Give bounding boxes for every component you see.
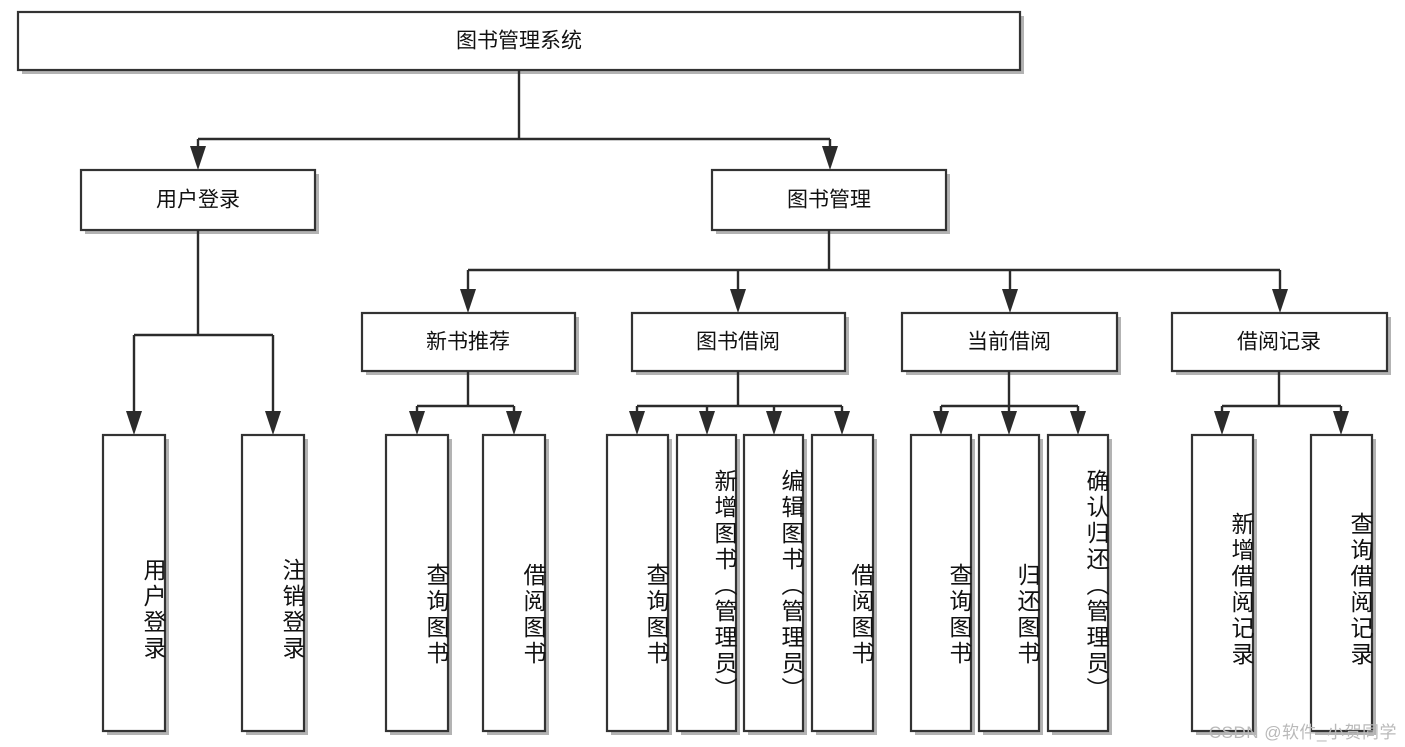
arrow-head-icon [822, 146, 838, 170]
leaf-node-add-book-admin[interactable] [675, 433, 740, 735]
current-borrow-box [900, 311, 1119, 373]
leaf-node-return-book[interactable] [977, 433, 1043, 735]
arrow-head-icon [265, 411, 281, 435]
leaf-node-confirm-return-admin[interactable] [1046, 433, 1112, 735]
csdn-watermark: CSDN @软件_小贺同学 [1208, 723, 1397, 742]
leaf-box-edit-book-admin [742, 433, 805, 733]
leaf-node-user-login[interactable] [101, 433, 169, 735]
node-new-book-recommend[interactable]: 新书推荐 [360, 311, 579, 375]
leaf-box-add-book-admin [675, 433, 738, 733]
connector-root-to-level2 [190, 70, 838, 170]
leaf-box-query-book-current [909, 433, 973, 733]
node-book-borrow[interactable]: 图书借阅 [630, 311, 849, 375]
arrow-head-icon [699, 411, 715, 435]
leaf-box-query-borrow-record [1309, 433, 1374, 733]
arrow-head-icon [506, 411, 522, 435]
user-login-box [79, 168, 317, 232]
leaf-box-borrow-book [810, 433, 875, 733]
arrow-head-icon [126, 411, 142, 435]
book-borrow-label: 图书借阅 [696, 331, 780, 354]
node-root[interactable]: 图书管理系统 [16, 10, 1024, 74]
leaf-node-logout[interactable] [240, 433, 308, 735]
leaf-node-query-book-borrow[interactable] [605, 433, 672, 735]
leaf-box-confirm-return-admin [1046, 433, 1110, 733]
node-current-borrow[interactable]: 当前借阅 [900, 311, 1121, 375]
leaf-node-query-book-current[interactable] [909, 433, 975, 735]
leaf-box-query-book-recommend [384, 433, 450, 733]
arrow-head-icon [1214, 411, 1230, 435]
borrow-record-label: 借阅记录 [1237, 331, 1321, 354]
arrow-head-icon [460, 289, 476, 313]
arrow-head-icon [409, 411, 425, 435]
current-borrow-label: 当前借阅 [967, 331, 1051, 354]
leaf-node-edit-book-admin[interactable] [742, 433, 807, 735]
arrow-head-icon [1002, 289, 1018, 313]
new-book-recommend-box [360, 311, 577, 373]
leaf-box-borrow-book-recommend [481, 433, 547, 733]
root-label: 图书管理系统 [456, 30, 582, 53]
connector-current-borrow-to-leaves [933, 371, 1086, 435]
node-borrow-record[interactable]: 借阅记录 [1170, 311, 1391, 375]
connector-user-login-to-leaves [126, 230, 281, 435]
arrow-head-icon [834, 411, 850, 435]
arrow-head-icon [766, 411, 782, 435]
leaf-node-borrow-book-recommend[interactable] [481, 433, 549, 735]
node-book-management[interactable]: 图书管理 [710, 168, 950, 234]
connector-new-book-recommend-to-leaves [409, 371, 522, 435]
leaf-box-add-borrow-record [1190, 433, 1255, 733]
connector-borrow-record-to-leaves [1214, 371, 1349, 435]
arrow-head-icon [1333, 411, 1349, 435]
leaf-box-query-book-borrow [605, 433, 670, 733]
user-login-label: 用户登录 [156, 189, 240, 212]
leaf-box-user-login [101, 433, 167, 733]
leaf-box-logout [240, 433, 306, 733]
book-management-label: 图书管理 [787, 189, 871, 212]
leaf-node-add-borrow-record[interactable] [1190, 433, 1257, 735]
root-box [16, 10, 1022, 72]
leaf-node-query-borrow-record[interactable] [1309, 433, 1376, 735]
arrow-head-icon [1070, 411, 1086, 435]
node-user-login[interactable]: 用户登录 [79, 168, 319, 234]
leaf-node-borrow-book[interactable] [810, 433, 877, 735]
arrow-head-icon [1001, 411, 1017, 435]
leaf-node-query-book-recommend[interactable] [384, 433, 452, 735]
arrow-head-icon [629, 411, 645, 435]
borrow-record-box [1170, 311, 1389, 373]
arrow-head-icon [933, 411, 949, 435]
connector-book-management-to-level3 [460, 230, 1288, 313]
arrow-head-icon [190, 146, 206, 170]
connector-book-borrow-to-leaves [629, 371, 850, 435]
arrow-head-icon [730, 289, 746, 313]
leaf-box-return-book [977, 433, 1041, 733]
new-book-recommend-label: 新书推荐 [426, 331, 510, 354]
arrow-head-icon [1272, 289, 1288, 313]
